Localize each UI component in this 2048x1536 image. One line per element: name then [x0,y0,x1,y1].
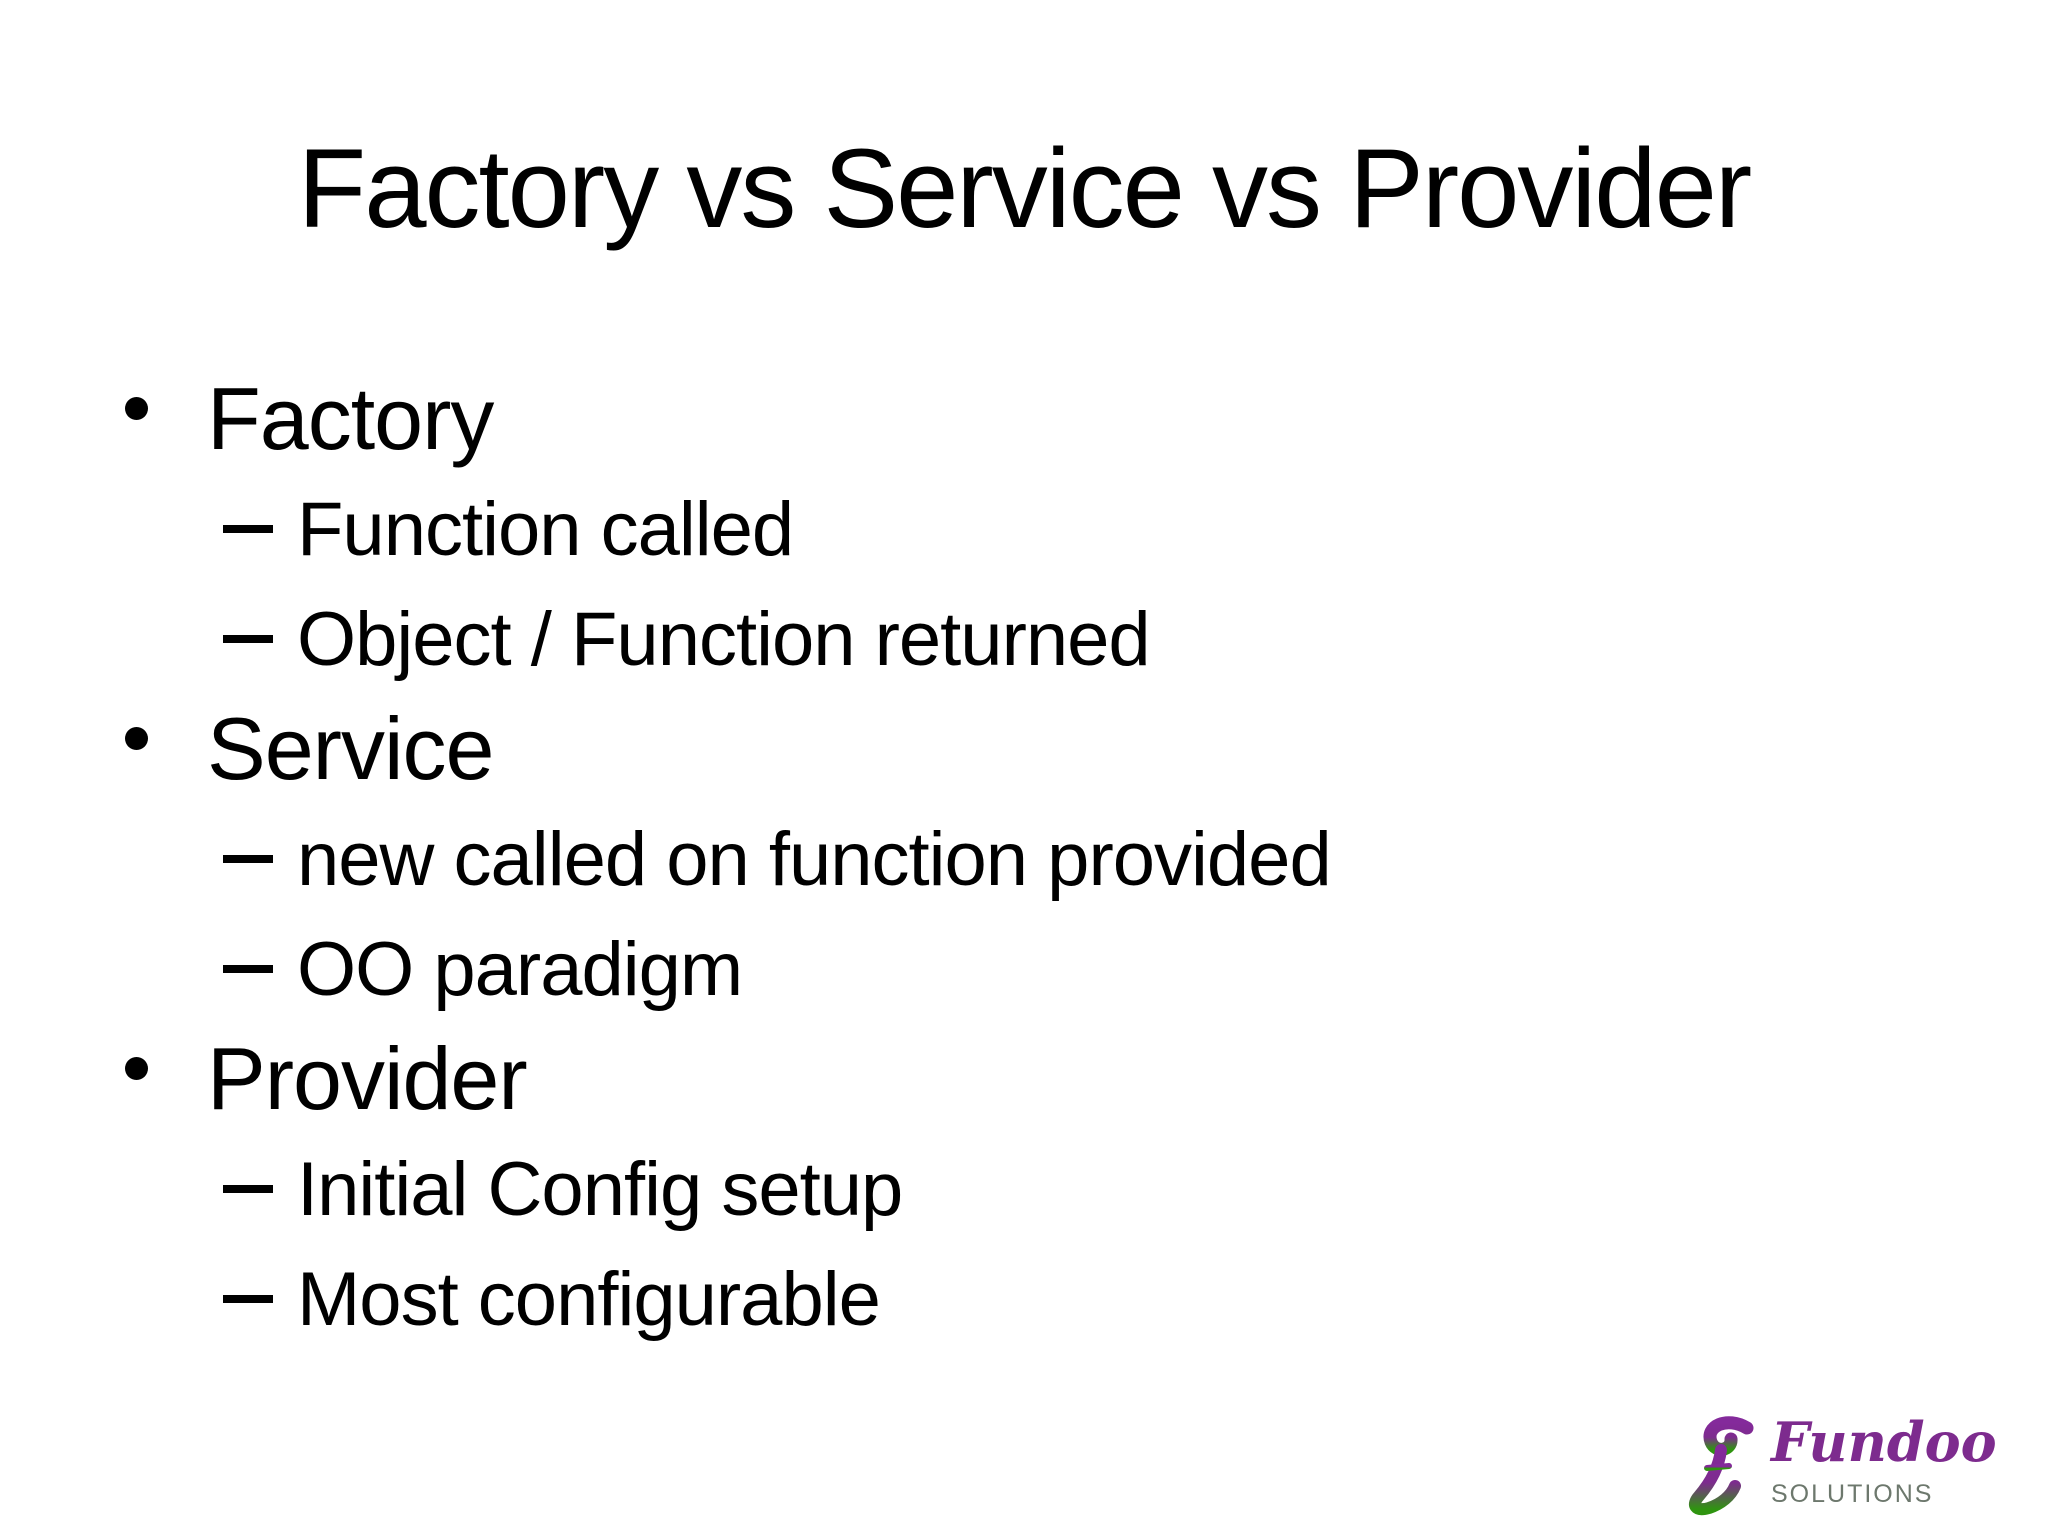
slide-title: Factory vs Service vs Provider [297,126,1752,251]
sub-bullet-label: Function called [297,486,794,572]
fundoo-logo-mark-icon [1688,1416,1754,1516]
sub-bullet-item: Function called [125,474,1825,584]
sub-bullet-item: Initial Config setup [125,1134,1825,1244]
logo-brand-text: Fundoo [1771,1410,1997,1474]
sub-bullet-item: Most configurable [125,1244,1825,1354]
dash-icon [223,1185,273,1193]
bullet-label: Provider [207,1029,528,1128]
sub-bullet-label: Initial Config setup [297,1146,903,1232]
sub-bullet-label: OO paradigm [297,926,743,1012]
sub-bullet-item: OO paradigm [125,914,1825,1024]
bullet-dot-icon [125,727,148,750]
sub-bullet-label: Most configurable [297,1256,881,1342]
dash-icon [223,635,273,643]
bullet-item-service: Service [125,694,1825,804]
sub-bullet-label: Object / Function returned [297,596,1151,682]
dash-icon [223,525,273,533]
bullet-list: Factory Function called Object / Functio… [125,364,1825,1354]
dash-icon [223,855,273,863]
bullet-dot-icon [125,1057,148,1080]
bullet-item-factory: Factory [125,364,1825,474]
bullet-item-provider: Provider [125,1024,1825,1134]
sub-bullet-item: new called on function provided [125,804,1825,914]
fundoo-logo: Fundoo SOLUTIONS [1683,1404,1997,1534]
logo-tagline-text: SOLUTIONS [1771,1480,1934,1508]
dash-icon [223,1295,273,1303]
sub-bullet-item: Object / Function returned [125,584,1825,694]
sub-bullet-label: new called on function provided [297,816,1332,902]
bullet-label: Factory [207,369,494,468]
bullet-label: Service [207,699,494,798]
dash-icon [223,965,273,973]
bullet-dot-icon [125,397,148,420]
